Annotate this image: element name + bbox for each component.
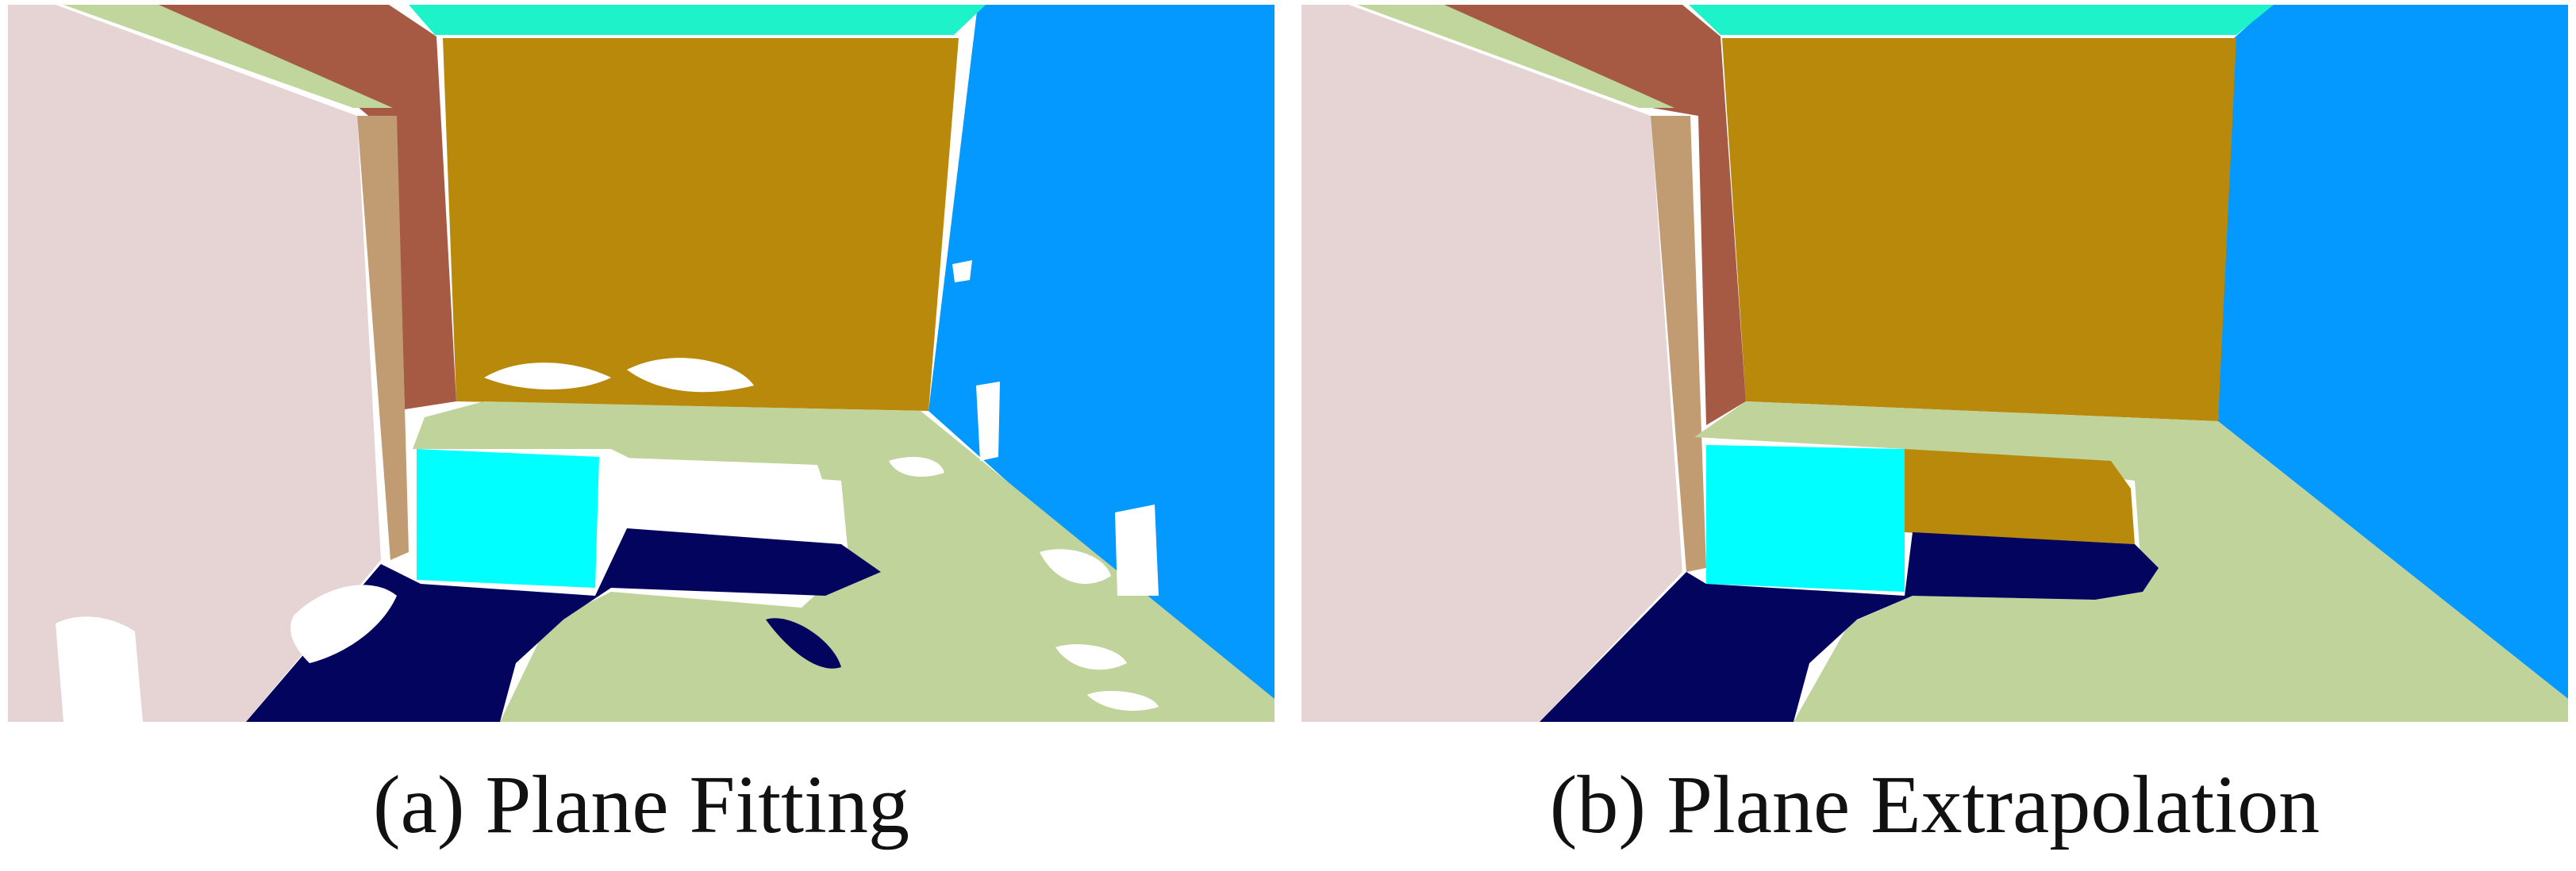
left-wall-region bbox=[1301, 5, 1682, 722]
unlabeled-noise-region bbox=[889, 457, 944, 477]
cyan-box-region bbox=[417, 449, 599, 588]
panel-plane-fitting bbox=[8, 5, 1275, 722]
segmentation-image-plane-extrapolation bbox=[1301, 5, 2568, 722]
ceiling-strip-region bbox=[63, 5, 393, 108]
dark-floor-region bbox=[1540, 532, 2159, 722]
unlabeled-noise-region bbox=[56, 616, 143, 722]
right-wall-region bbox=[2218, 5, 2568, 699]
caption-plane-fitting: (a) Plane Fitting bbox=[373, 759, 909, 850]
back-wall-region bbox=[1722, 38, 2236, 421]
unlabeled-noise-region bbox=[1087, 691, 1159, 711]
right-wall-region bbox=[929, 5, 1275, 699]
unlabeled-noise-region bbox=[1040, 549, 1111, 584]
segmentation-image-plane-fitting bbox=[8, 5, 1275, 722]
unlabeled-noise-region bbox=[1115, 505, 1159, 596]
ceiling-region bbox=[1689, 5, 2274, 35]
ceiling-region bbox=[409, 5, 986, 35]
unlabeled-noise-region bbox=[484, 363, 611, 389]
panel-plane-extrapolation bbox=[1301, 5, 2568, 722]
unlabeled-noise-region bbox=[290, 585, 397, 663]
ceiling-strip-region bbox=[1357, 5, 1674, 108]
cyan-box-region bbox=[1706, 445, 1905, 592]
left-wall-region bbox=[8, 5, 381, 722]
caption-plane-extrapolation: (b) Plane Extrapolation bbox=[1549, 759, 2320, 850]
unlabeled-noise-region bbox=[952, 260, 972, 282]
unlabeled-noise-region bbox=[627, 358, 754, 393]
back-wall-region bbox=[443, 38, 959, 411]
dark-floor-region bbox=[246, 528, 881, 722]
unlabeled-noise-region bbox=[976, 382, 1000, 461]
floor-region bbox=[1694, 401, 2568, 722]
pillar-light-region bbox=[357, 116, 409, 560]
extrapolated-wall-region bbox=[1905, 449, 2135, 544]
dark-floor-blob-region bbox=[766, 618, 841, 669]
pillar-dark-region bbox=[1440, 5, 1746, 425]
floor-region bbox=[413, 401, 1275, 722]
pillar-light-region bbox=[1651, 116, 1706, 572]
unlabeled-noise-region bbox=[1055, 644, 1127, 670]
